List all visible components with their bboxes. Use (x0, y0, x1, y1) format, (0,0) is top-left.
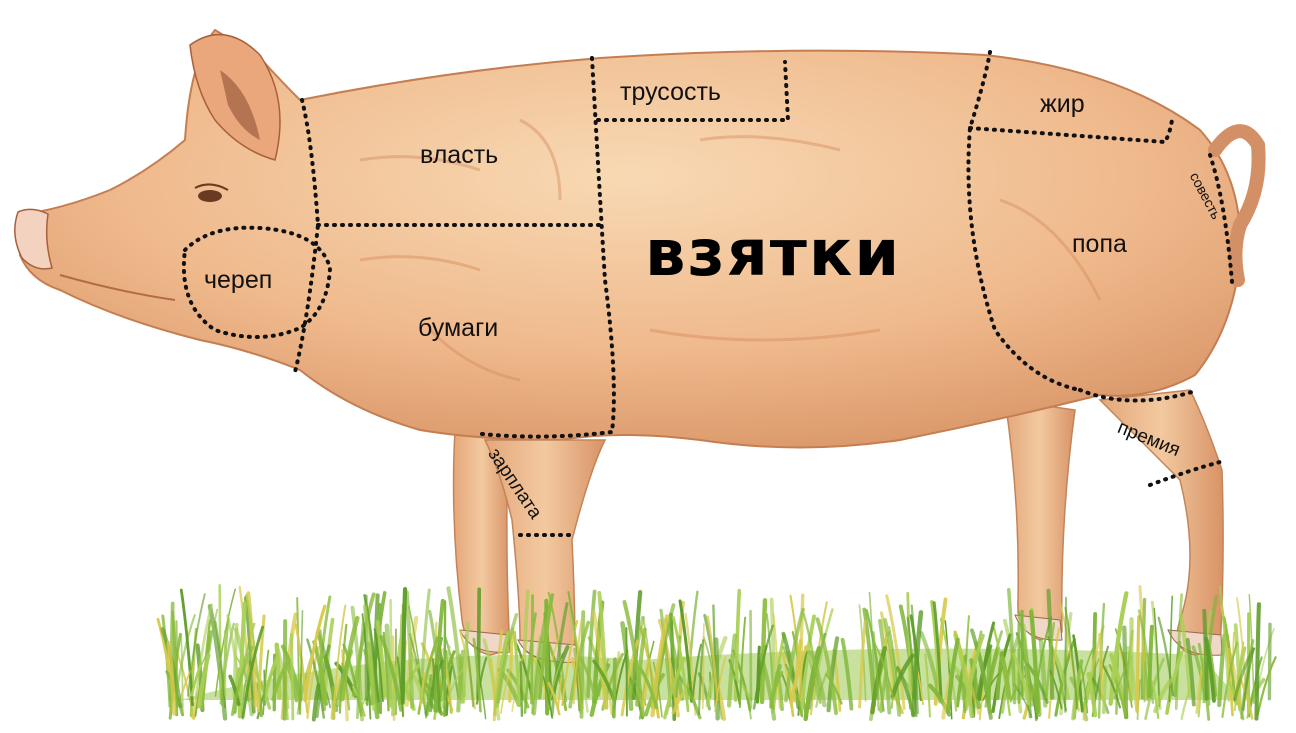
grass-blade (1204, 611, 1207, 699)
grass-blade (1145, 663, 1146, 702)
grass-blade (444, 601, 445, 715)
label-cowardice: трусость (620, 80, 721, 105)
grass-blade (614, 659, 615, 716)
grass-blade (532, 596, 533, 704)
grass-blade (626, 628, 627, 716)
grass-blade (391, 600, 392, 708)
grass-blade (403, 589, 405, 702)
grass-blade (1137, 617, 1139, 712)
grass-blade (1256, 604, 1258, 718)
grass-blade (220, 585, 221, 696)
label-papers: бумаги (418, 316, 498, 341)
label-butt: попа (1072, 232, 1127, 257)
grass-blade (291, 634, 292, 719)
grass-blade (176, 621, 177, 706)
label-fat: жир (1040, 92, 1085, 117)
grass-blade (300, 660, 301, 714)
grass-blade (521, 662, 522, 716)
grass-blade (703, 624, 704, 709)
label-skull: череп (204, 268, 272, 293)
grass-blade (1269, 624, 1270, 698)
label-power: власть (420, 143, 498, 168)
label-bribes: взятки (645, 222, 901, 286)
